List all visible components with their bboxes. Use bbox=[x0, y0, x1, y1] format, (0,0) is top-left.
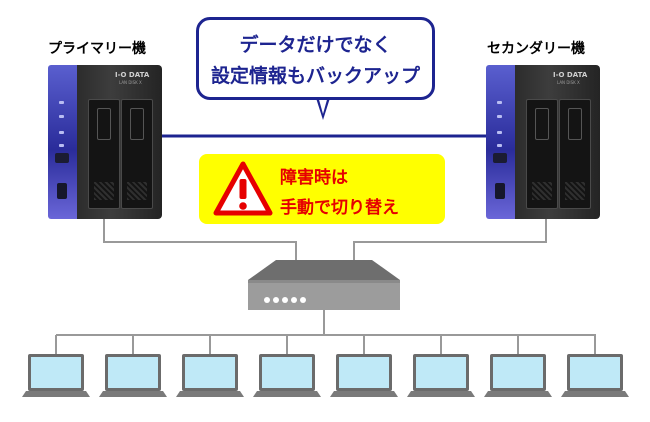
nas-model: LAN DISK X bbox=[119, 80, 142, 85]
power-button bbox=[55, 153, 69, 163]
power-button bbox=[493, 153, 507, 163]
laptop-icon bbox=[484, 335, 552, 397]
warning-icon bbox=[213, 161, 273, 216]
callout-line-2: 設定情報もバックアップ bbox=[210, 65, 420, 87]
callout-line-1: データだけでなく bbox=[239, 34, 392, 56]
laptop-icon bbox=[176, 335, 244, 397]
backup-callout: データだけでなく 設定情報もバックアップ bbox=[196, 17, 435, 100]
primary-nas-label: プライマリー機 bbox=[48, 41, 146, 57]
nas-front-panel bbox=[486, 65, 515, 219]
laptop-icon bbox=[22, 335, 90, 397]
nas-model: LAN DISK X bbox=[557, 80, 580, 85]
laptop-icon bbox=[253, 335, 321, 397]
nas-brand: I-O DATA bbox=[115, 71, 150, 79]
laptop-icon bbox=[561, 335, 629, 397]
usb-port-icon bbox=[495, 183, 505, 199]
secondary-connection bbox=[353, 219, 547, 262]
usb-port-icon bbox=[57, 183, 67, 199]
primary-connection bbox=[103, 219, 297, 262]
laptop-icon bbox=[330, 335, 398, 397]
nas-brand: I-O DATA bbox=[553, 71, 588, 79]
warning-line-2: 手動で切り替え bbox=[280, 198, 399, 218]
drive-bay bbox=[121, 99, 153, 209]
drive-bay bbox=[88, 99, 120, 209]
drive-bay bbox=[526, 99, 558, 209]
failover-warning: 障害時は 手動で切り替え bbox=[199, 154, 445, 224]
warning-line-1: 障害時は bbox=[280, 168, 348, 188]
network-switch-icon bbox=[248, 260, 400, 310]
laptop-icon bbox=[99, 335, 167, 397]
secondary-nas-device: I-O DATA LAN DISK X bbox=[486, 65, 600, 219]
drive-bay bbox=[559, 99, 591, 209]
primary-nas-device: I-O DATA LAN DISK X bbox=[48, 65, 162, 219]
laptop-icon bbox=[407, 335, 475, 397]
secondary-nas-label: セカンダリー機 bbox=[487, 41, 585, 57]
nas-front-panel bbox=[48, 65, 77, 219]
